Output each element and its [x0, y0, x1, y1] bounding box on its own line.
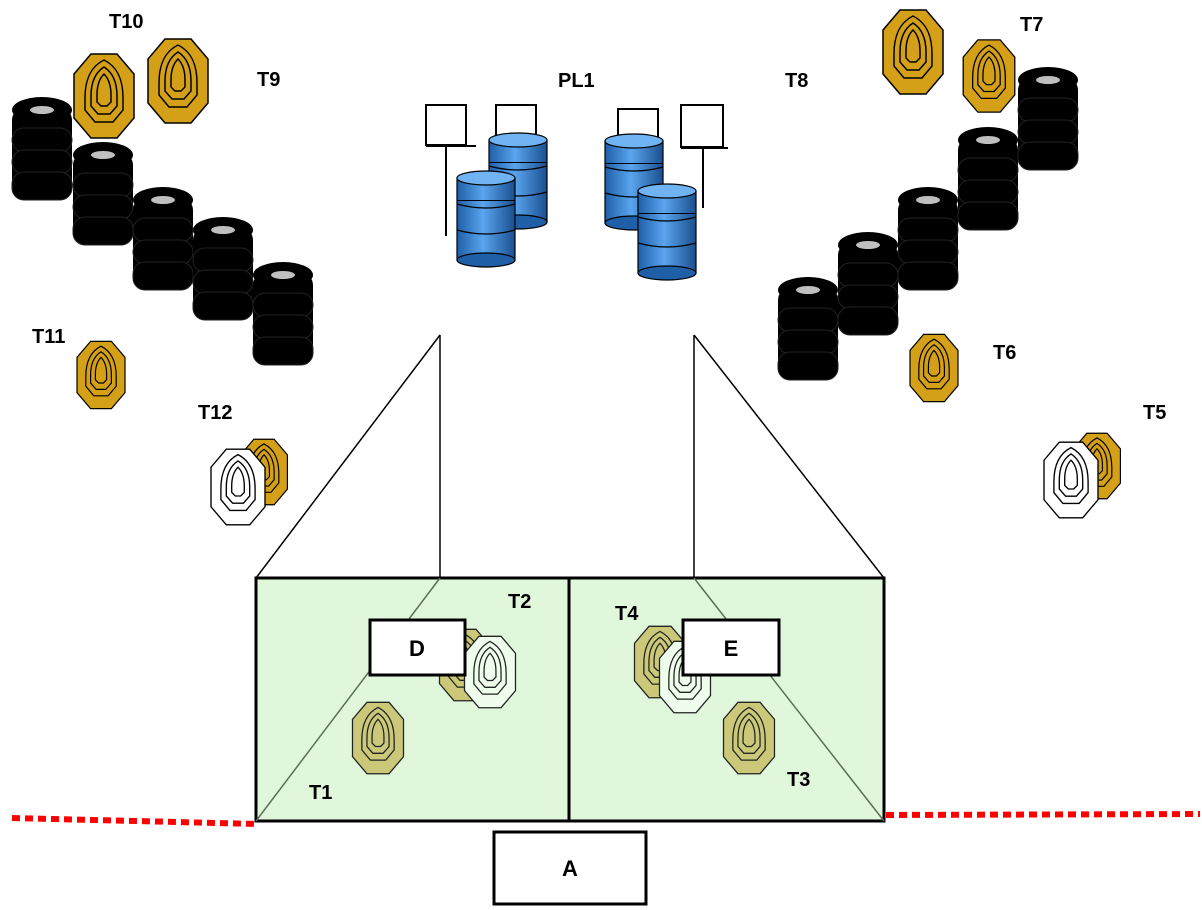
fault-line-right — [885, 811, 1201, 818]
no-shoot-target-icon — [463, 635, 517, 709]
box-a: A — [492, 830, 648, 906]
no-shoot-target-icon — [210, 448, 266, 526]
label-t7: T7 — [1020, 14, 1043, 36]
label-t12: T12 — [198, 402, 232, 424]
tire-stack-icon — [11, 96, 73, 201]
barrels — [456, 132, 697, 281]
steel-target-icon — [722, 701, 776, 775]
popper-stand-icon — [425, 104, 476, 236]
label-t9: T9 — [257, 69, 280, 91]
tire-stack-icon — [252, 261, 314, 366]
box-a-label: A — [562, 856, 578, 881]
label-t1: T1 — [309, 782, 332, 804]
box-d: D — [368, 618, 467, 677]
label-t5: T5 — [1143, 402, 1166, 424]
oil-barrel-icon — [456, 170, 516, 268]
target-group-t5 — [1043, 432, 1121, 519]
steel-target-icon — [147, 38, 209, 124]
label-t8: T8 — [785, 70, 808, 92]
box-e-label: E — [724, 636, 739, 661]
tire-stack-icon — [192, 216, 254, 321]
steel-target-icon — [73, 53, 135, 139]
tire-stack-icon — [837, 231, 899, 336]
popper-stand-icon — [680, 104, 728, 208]
fault-line-left — [11, 815, 259, 827]
tire-wall-left — [11, 96, 314, 366]
fault-line — [11, 811, 1201, 827]
box-d-label: D — [409, 636, 425, 661]
steel-target-icon — [351, 701, 405, 775]
no-shoot-target-icon — [1043, 441, 1099, 519]
tire-stack-icon — [72, 141, 134, 246]
box-e: E — [681, 618, 781, 677]
shooting-area — [254, 576, 886, 823]
tire-stack-icon — [777, 276, 839, 381]
label-t11: T11 — [32, 326, 65, 348]
label-t3: T3 — [787, 769, 810, 791]
target-labels: T10 T9 PL1 T8 T7 T11 T6 T12 T5 T2 T4 T3 … — [32, 11, 1166, 804]
tire-stack-icon — [897, 186, 959, 291]
tire-stack-icon — [1017, 66, 1079, 171]
wall-lines — [255, 334, 885, 579]
target-group-t12 — [210, 438, 288, 526]
label-t2: T2 — [508, 591, 531, 613]
label-t10: T10 — [109, 11, 143, 33]
tire-stack-icon — [957, 126, 1019, 231]
steel-target-icon — [962, 39, 1016, 113]
label-t4: T4 — [615, 603, 639, 625]
tire-stack-icon — [132, 186, 194, 291]
oil-barrel-icon — [637, 183, 697, 281]
label-t6: T6 — [993, 342, 1016, 364]
steel-target-icon — [909, 333, 959, 403]
steel-target-icon — [882, 9, 944, 95]
steel-target-icon — [76, 340, 126, 410]
label-pl1: PL1 — [558, 70, 595, 92]
tire-wall-right — [777, 66, 1079, 381]
